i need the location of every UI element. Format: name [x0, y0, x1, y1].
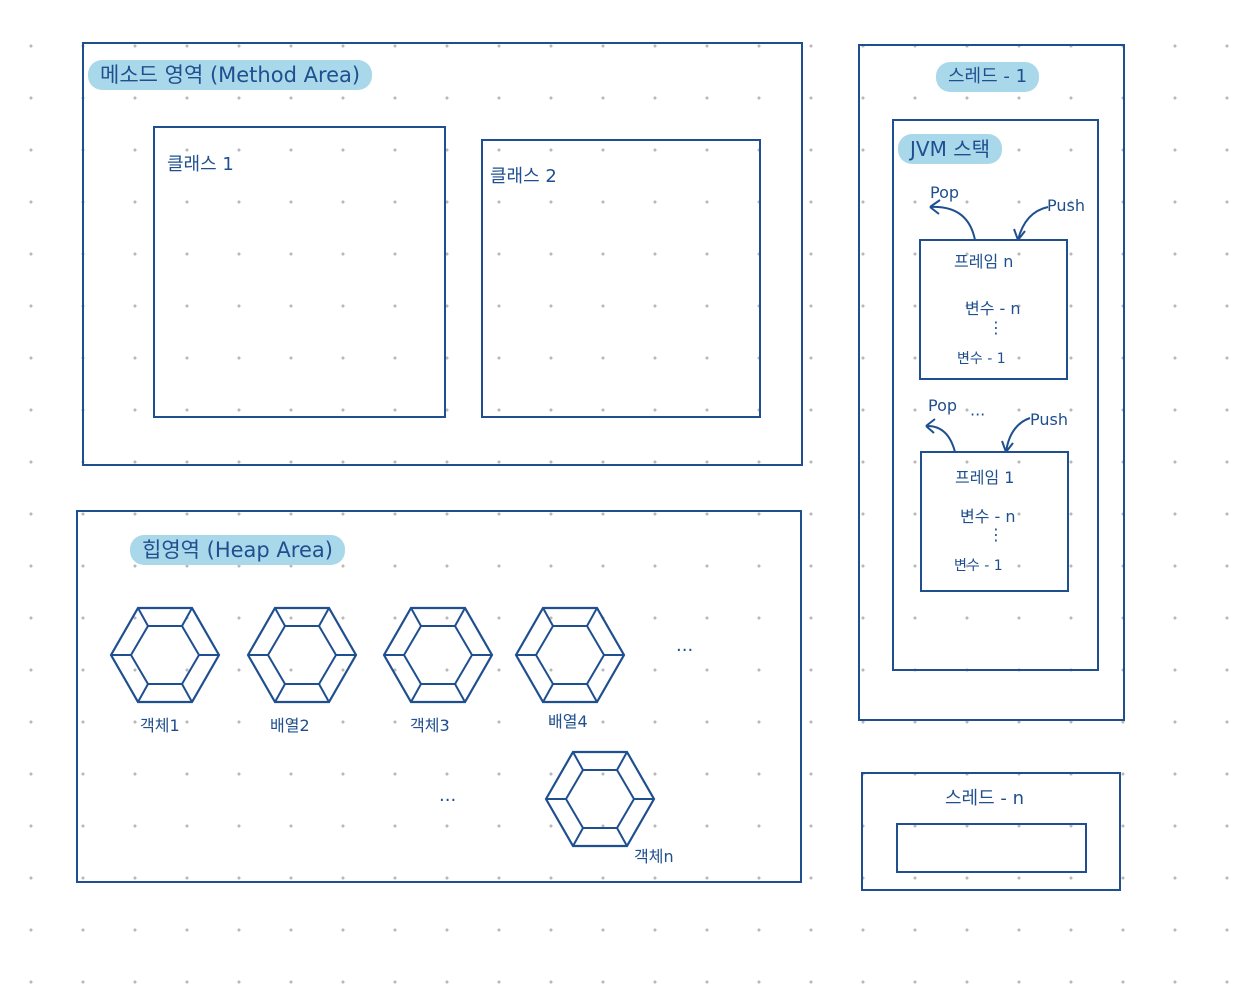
frame-n-box [919, 239, 1068, 380]
thread-1-box [858, 44, 1125, 721]
frame-n-ellipsis: ⋮ [988, 318, 1004, 337]
method-area-box [82, 42, 803, 466]
class-1-label: 클래스 1 [167, 154, 234, 175]
heap-object-1-label: 객체1 [140, 716, 180, 735]
heap-area-box [76, 510, 802, 883]
frame-n-var-1: 변수 - 1 [957, 351, 1006, 367]
thread-n-box [861, 772, 1121, 891]
method-area-title: 메소드 영역 (Method Area) [88, 60, 373, 90]
frame-1-box [920, 451, 1069, 592]
thread-n-title: 스레드 - n [945, 788, 1025, 809]
heap-object-n-shape [544, 750, 656, 848]
frame-1-push-label: Push [1030, 410, 1068, 429]
heap-area-title-text: 힙영역 (Heap Area) [142, 538, 333, 562]
heap-object-1-shape [109, 606, 221, 704]
heap-object-2-label: 배열2 [270, 716, 310, 735]
thread-n-inner-box [896, 823, 1087, 873]
heap-area-title: 힙영역 (Heap Area) [130, 535, 345, 565]
class-2-label: 클래스 2 [490, 166, 557, 187]
heap-object-4-label: 배열4 [548, 712, 588, 731]
frame-1-ellipsis: ⋮ [988, 525, 1004, 544]
frame-n-pop-label: Pop [930, 183, 960, 202]
frame-1-pop-label: Pop [928, 396, 958, 415]
class-2-box [481, 139, 761, 418]
heap-object-4-shape [514, 606, 626, 704]
between-frames-ellipsis: ··· [970, 405, 986, 424]
heap-object-2-shape [246, 606, 358, 704]
frame-n-push-label: Push [1047, 196, 1085, 215]
frame-1-name: 프레임 1 [955, 468, 1015, 487]
frame-n-var-n: 변수 - n [965, 299, 1021, 318]
heap-object-3-shape [382, 606, 494, 704]
frame-1-var-n: 변수 - n [960, 507, 1016, 526]
class-1-box [153, 126, 446, 418]
heap-object-n-label: 객체n [634, 847, 674, 866]
jvm-stack-box [892, 119, 1099, 671]
heap-row-ellipsis: ··· [676, 640, 694, 661]
heap-object-3-label: 객체3 [410, 716, 450, 735]
jvm-stack-title: JVM 스택 [898, 134, 1002, 164]
heap-lower-ellipsis: ··· [439, 790, 457, 811]
frame-n-name: 프레임 n [954, 252, 1014, 271]
frame-1-var-1: 변수 - 1 [954, 558, 1003, 574]
thread-1-title: 스레드 - 1 [936, 62, 1040, 92]
